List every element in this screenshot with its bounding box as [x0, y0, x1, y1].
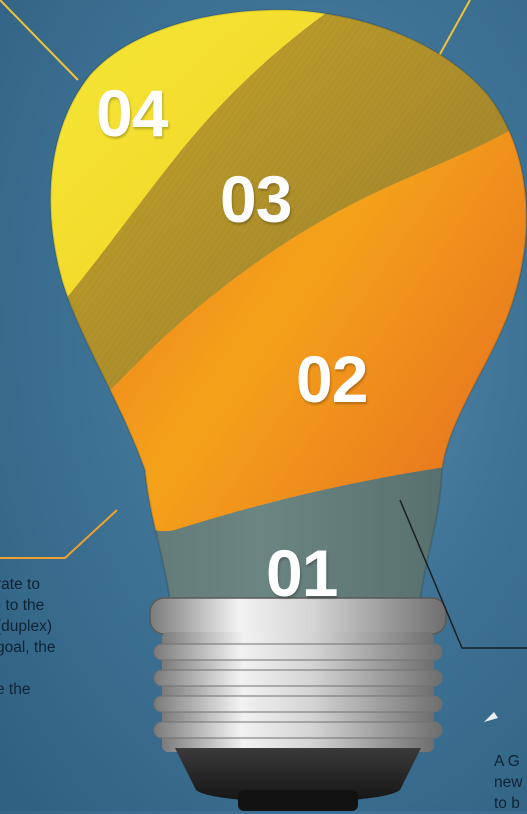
segment-label-04: 04: [96, 80, 167, 146]
segment-label-03: 03: [220, 166, 291, 232]
bulb-base: [150, 598, 446, 811]
leader-line-04: [0, 0, 78, 80]
callout-text-left: rate to ) to the (duplex) goal, the e th…: [0, 574, 55, 700]
segment-label-01: 01: [266, 540, 337, 606]
small-wing-icon: [484, 712, 498, 722]
segment-label-02: 02: [296, 346, 367, 412]
callout-text-right: A G new to b: [494, 751, 522, 814]
leader-line-02: [0, 510, 117, 558]
